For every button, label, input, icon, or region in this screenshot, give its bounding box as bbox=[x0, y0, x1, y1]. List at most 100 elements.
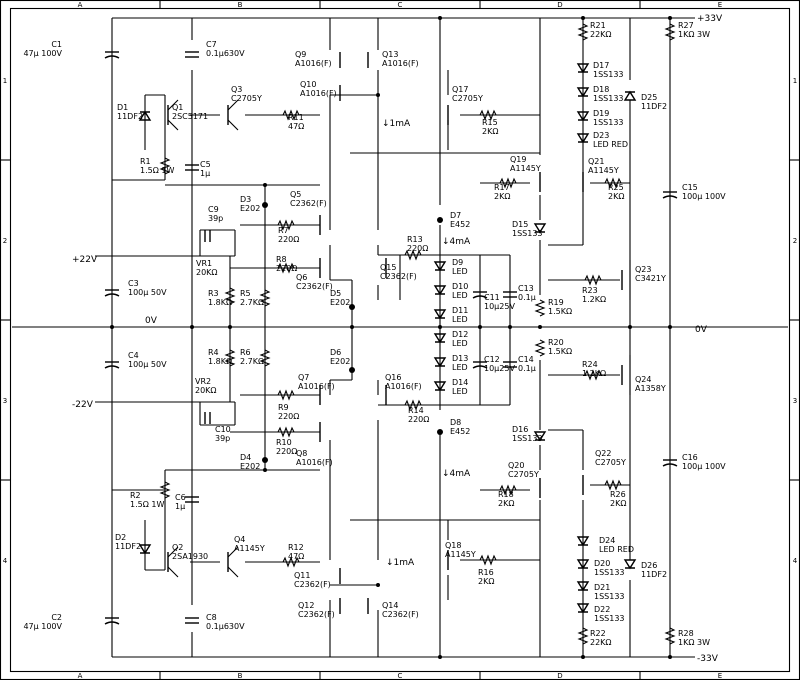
component-ref-c10: C10 bbox=[215, 425, 231, 434]
component-value-d19: 1SS133 bbox=[593, 118, 624, 127]
component-ref-q4: Q4 bbox=[234, 535, 245, 544]
component-value-r23: 1.2KΩ bbox=[582, 295, 606, 304]
component-ref-c2: C2 bbox=[51, 613, 62, 622]
grid-col-label: B bbox=[238, 1, 243, 9]
resistor-symbol bbox=[224, 287, 236, 305]
component-ref-c4: C4 bbox=[128, 351, 139, 360]
component-ref-q12: Q12 bbox=[298, 601, 314, 610]
component-value-c6: 1μ bbox=[175, 502, 185, 511]
component-value-c3: 100μ 50V bbox=[128, 288, 167, 297]
component-ref-q6: Q6 bbox=[296, 273, 307, 282]
grid-col-label: E bbox=[718, 1, 722, 9]
component-value-d7: E452 bbox=[450, 220, 470, 229]
component-ref-c1: C1 bbox=[51, 40, 62, 49]
resistor-symbol bbox=[479, 554, 497, 566]
component-ref-r5: R5 bbox=[240, 289, 251, 298]
capacitor-symbol bbox=[662, 191, 678, 199]
rail-neg22-label: -22V bbox=[72, 400, 94, 410]
component-value-q17: C2705Y bbox=[452, 94, 483, 103]
component-ref-q16: Q16 bbox=[385, 373, 401, 382]
led-symbol bbox=[433, 309, 447, 320]
component-ref-d14: D14 bbox=[452, 378, 468, 387]
rail-pos33-label: +33V bbox=[697, 14, 723, 24]
resistor-symbol bbox=[259, 349, 271, 367]
component-value-r4: 1.8KΩ bbox=[208, 357, 232, 366]
resistor-symbol bbox=[664, 23, 676, 41]
component-ref-c6: C6 bbox=[175, 493, 186, 502]
crd-symbol bbox=[437, 429, 443, 435]
component-ref-q15: Q15 bbox=[380, 263, 396, 272]
transistor-symbol bbox=[339, 52, 369, 101]
diode-symbol bbox=[576, 63, 590, 74]
component-ref-d2: D2 bbox=[115, 533, 126, 542]
component-ref-q5: Q5 bbox=[290, 190, 301, 199]
component-ref-r8: R8 bbox=[276, 255, 287, 264]
component-value-r10: 220Ω bbox=[276, 447, 297, 456]
component-ref-r24: R24 bbox=[582, 360, 598, 369]
transistor-symbol bbox=[167, 99, 179, 131]
component-value-d11: LED bbox=[452, 315, 468, 324]
grid-labels: A B C D E A B C D E 1 2 3 4 1 2 3 4 bbox=[3, 1, 798, 680]
resistor-symbol bbox=[604, 479, 622, 491]
component-symbols bbox=[104, 23, 678, 645]
component-value-c9: 39p bbox=[208, 214, 223, 223]
component-ref-q1: Q1 bbox=[172, 103, 183, 112]
capacitor-symbol bbox=[204, 412, 211, 424]
component-value-vr1: 20KΩ bbox=[196, 268, 218, 277]
rail-labels: +33V -33V +22V -22V 0V 0V bbox=[72, 14, 723, 664]
component-ref-r21: R21 bbox=[590, 21, 606, 30]
component-value-d23: LED RED bbox=[593, 140, 628, 149]
component-ref-d25: D25 bbox=[641, 93, 657, 102]
component-value-q22: C2705Y bbox=[595, 458, 626, 467]
component-ref-q17: Q17 bbox=[452, 85, 468, 94]
component-value-r24: 1.2KΩ bbox=[582, 369, 606, 378]
component-value-r9: 220Ω bbox=[278, 412, 299, 421]
rail-neg33-label: -33V bbox=[697, 654, 719, 664]
transistor-symbol bbox=[227, 99, 239, 131]
component-value-r11: 47Ω bbox=[288, 122, 304, 131]
capacitor-symbol bbox=[185, 51, 199, 58]
component-value-c7: 0.1μ630V bbox=[206, 49, 245, 58]
led-symbol bbox=[433, 381, 447, 392]
component-value-d24: LED RED bbox=[599, 545, 634, 554]
component-value-c4: 100μ 50V bbox=[128, 360, 167, 369]
component-ref-r3: R3 bbox=[208, 289, 219, 298]
component-value-q23: C3421Y bbox=[635, 274, 666, 283]
component-value-r27: 1KΩ 3W bbox=[678, 30, 710, 39]
diode-symbol bbox=[576, 603, 590, 614]
component-value-r26: 2KΩ bbox=[610, 499, 626, 508]
component-ref-r16: R16 bbox=[478, 568, 494, 577]
component-value-d3: E202 bbox=[240, 204, 260, 213]
resistor-symbol bbox=[277, 262, 295, 274]
resistor-symbol bbox=[159, 481, 171, 499]
component-value-d2: 11DF2 bbox=[115, 542, 141, 551]
component-ref-q24: Q24 bbox=[635, 375, 651, 384]
grid-col-label: A bbox=[78, 672, 83, 680]
transistor-symbol bbox=[319, 385, 387, 442]
component-ref-q21: Q21 bbox=[588, 157, 604, 166]
current-label: ↓4mA bbox=[442, 469, 471, 479]
component-value-c8: 0.1μ630V bbox=[206, 622, 245, 631]
component-ref-r14: R14 bbox=[408, 406, 424, 415]
component-value-q12: C2362(F) bbox=[298, 610, 335, 619]
component-ref-c8: C8 bbox=[206, 613, 217, 622]
component-value-d20: 1SS133 bbox=[594, 568, 625, 577]
grid-row-label: 4 bbox=[3, 557, 8, 565]
crd-symbol bbox=[262, 202, 268, 208]
component-ref-c16: C16 bbox=[682, 453, 698, 462]
component-ref-q14: Q14 bbox=[382, 601, 398, 610]
component-ref-d9: D9 bbox=[452, 258, 463, 267]
component-ref-d8: D8 bbox=[450, 418, 461, 427]
component-ref-d21: D21 bbox=[594, 583, 610, 592]
component-ref-vr1: VR1 bbox=[196, 259, 212, 268]
capacitor-symbol bbox=[472, 291, 488, 299]
resistor-symbol bbox=[577, 23, 589, 41]
grid-row-label: 2 bbox=[793, 237, 797, 245]
resistor-symbol bbox=[584, 274, 602, 286]
component-value-q19: A1145Y bbox=[510, 164, 541, 173]
component-value-r19: 1.5KΩ bbox=[548, 307, 572, 316]
led-symbol bbox=[433, 333, 447, 344]
resistor-symbol bbox=[577, 627, 589, 645]
component-value-d21: 1SS133 bbox=[594, 592, 625, 601]
